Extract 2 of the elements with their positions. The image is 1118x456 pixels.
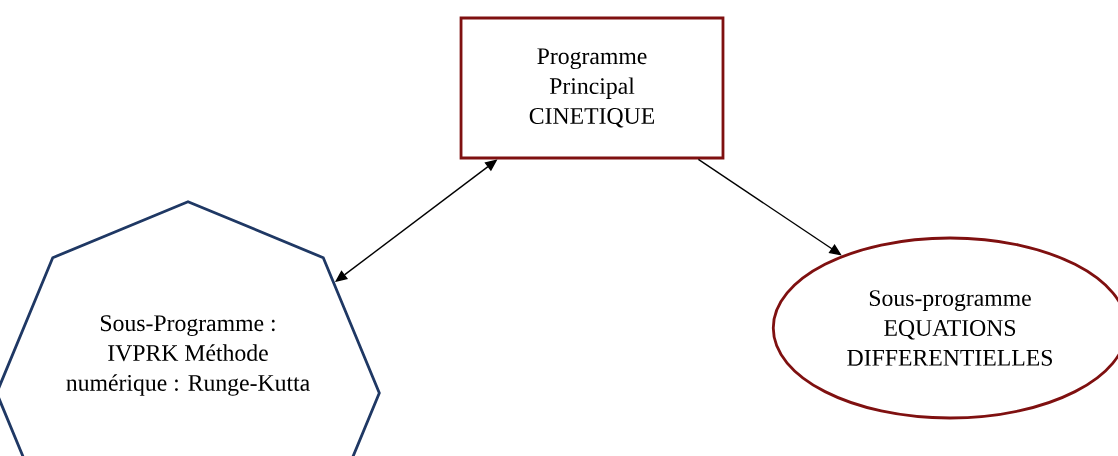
octagon-node: Sous-Programme : IVPRK Méthode numérique : Runge-Kutta — [0, 200, 381, 456]
program-box: Programme Principal CINETIQUE — [459, 16, 725, 160]
